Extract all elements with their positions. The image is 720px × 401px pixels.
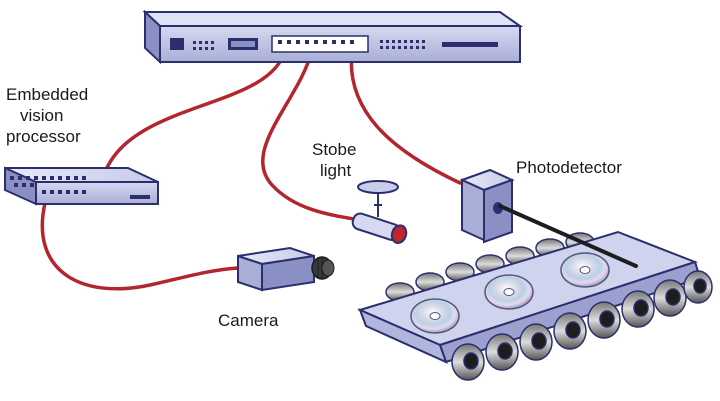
roller: [587, 301, 621, 339]
conveyor-icon: [357, 230, 713, 381]
photodetector-icon: [459, 168, 515, 244]
strobe-light-icon: [351, 180, 408, 245]
roller: [553, 312, 587, 350]
cables: [40, 48, 462, 291]
roller: [451, 343, 485, 381]
disc-icon: [484, 274, 534, 310]
disc-icon: [560, 252, 610, 288]
vision-processor-icon: [4, 166, 159, 206]
roller: [621, 290, 655, 328]
network-switch-icon: [142, 9, 524, 65]
label-photodetector: Photodetector: [516, 158, 622, 177]
roller: [653, 279, 687, 317]
label-strobe-light: Stobe light: [312, 140, 361, 180]
detector-beam: [498, 204, 638, 268]
roller: [485, 333, 519, 371]
cable-switch-to-processor: [102, 48, 287, 177]
roller: [683, 270, 713, 304]
camera-icon: [237, 246, 335, 292]
cable-switch-to-strobe: [260, 48, 362, 222]
label-processor: Embedded vision processor: [6, 85, 93, 146]
label-camera: Camera: [218, 311, 279, 330]
cable-processor-to-camera: [40, 201, 240, 291]
disc-icon: [410, 298, 460, 334]
roller: [519, 323, 553, 361]
cable-switch-to-photodetector: [349, 48, 462, 185]
